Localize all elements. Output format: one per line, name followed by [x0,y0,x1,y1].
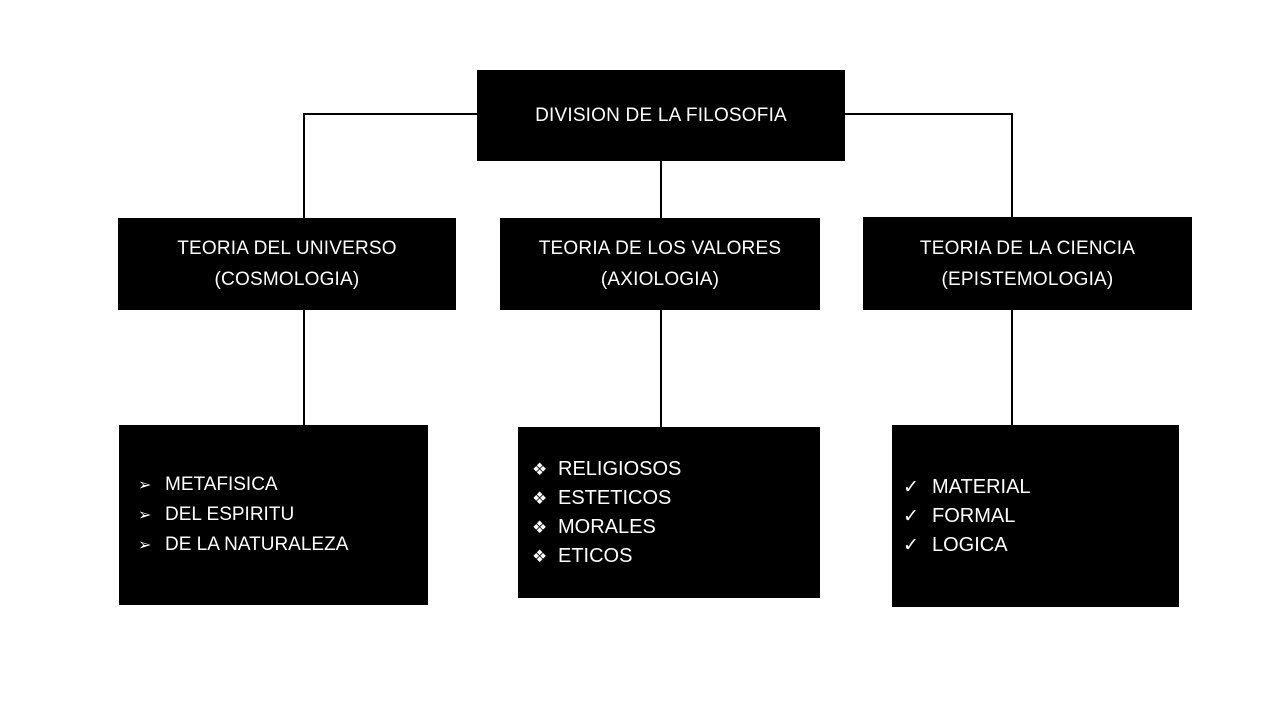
diamond-cluster-bullet-icon: ❖ [532,517,548,537]
connector-root-to-cosmologia-vertical [303,113,305,219]
list-item: ➢ DEL ESPIRITU [138,500,428,530]
branch-node-epistemologia: TEORIA DE LA CIENCIA (EPISTEMOLOGIA) [863,217,1192,310]
list-item-label: MORALES [558,515,656,538]
arrowhead-bullet-icon: ➢ [138,477,152,494]
list-item: ✓ LOGICA [903,531,1179,560]
branch-node-cosmologia: TEORIA DEL UNIVERSO (COSMOLOGIA) [118,218,456,310]
connector-root-to-axiologia-vertical [660,161,662,219]
list-item: ✓ MATERIAL [903,473,1179,502]
list-item: ➢ METAFISICA [138,470,428,500]
arrowhead-bullet-icon: ➢ [138,507,152,524]
connector-cosmologia-to-items [303,310,305,427]
diamond-cluster-bullet-icon: ❖ [532,488,548,508]
branch-node-axiologia: TEORIA DE LOS VALORES (AXIOLOGIA) [500,218,820,310]
branch-node-axiologia-subtitle: (AXIOLOGIA) [600,269,720,290]
branch-node-cosmologia-title: TEORIA DEL UNIVERSO [177,238,397,259]
connector-epistemologia-to-items [1011,310,1013,427]
epistemologia-item-list: ✓ MATERIAL ✓ FORMAL ✓ LOGICA [903,473,1179,560]
list-item-label: RELIGIOSOS [558,457,682,480]
list-item: ➢ DE LA NATURALEZA [138,530,428,560]
list-item-label: ESTETICOS [558,486,672,509]
connector-root-to-cosmologia-horizontal [303,113,479,115]
connector-root-to-epistemologia-vertical [1011,113,1013,219]
list-item: ❖ ESTETICOS [532,484,820,513]
list-item-label: MATERIAL [932,475,1031,498]
list-item-label: DEL ESPIRITU [165,504,295,525]
branch-node-epistemologia-title: TEORIA DE LA CIENCIA [919,237,1136,259]
list-item: ❖ RELIGIOSOS [532,455,820,484]
connector-axiologia-to-items [660,310,662,429]
branch-node-epistemologia-subtitle: (EPISTEMOLOGIA) [941,268,1114,290]
list-item: ❖ ETICOS [532,542,820,571]
leaf-node-cosmologia-items: ➢ METAFISICA ➢ DEL ESPIRITU ➢ DE LA NATU… [119,425,428,605]
connector-root-to-epistemologia-horizontal [843,113,1013,115]
diamond-cluster-bullet-icon: ❖ [532,546,548,566]
checkmark-bullet-icon: ✓ [903,505,919,527]
list-item-label: LOGICA [932,533,1008,556]
root-node-division-de-la-filosofia: DIVISION DE LA FILOSOFIA [477,70,845,161]
list-item-label: ETICOS [558,544,633,567]
list-item: ✓ FORMAL [903,502,1179,531]
branch-node-cosmologia-subtitle: (COSMOLOGIA) [214,269,360,290]
diamond-cluster-bullet-icon: ❖ [532,459,548,479]
list-item-label: FORMAL [932,504,1016,527]
leaf-node-epistemologia-items: ✓ MATERIAL ✓ FORMAL ✓ LOGICA [892,425,1179,607]
list-item-label: METAFISICA [165,474,278,495]
branch-node-axiologia-title: TEORIA DE LOS VALORES [538,238,782,259]
cosmologia-item-list: ➢ METAFISICA ➢ DEL ESPIRITU ➢ DE LA NATU… [138,470,428,560]
list-item: ❖ MORALES [532,513,820,542]
checkmark-bullet-icon: ✓ [903,476,919,498]
arrowhead-bullet-icon: ➢ [138,537,152,554]
leaf-node-axiologia-items: ❖ RELIGIOSOS ❖ ESTETICOS ❖ MORALES ❖ ETI… [518,427,820,598]
list-item-label: DE LA NATURALEZA [165,534,349,555]
axiologia-item-list: ❖ RELIGIOSOS ❖ ESTETICOS ❖ MORALES ❖ ETI… [532,455,820,571]
root-node-label: DIVISION DE LA FILOSOFIA [535,104,787,126]
checkmark-bullet-icon: ✓ [903,534,919,556]
